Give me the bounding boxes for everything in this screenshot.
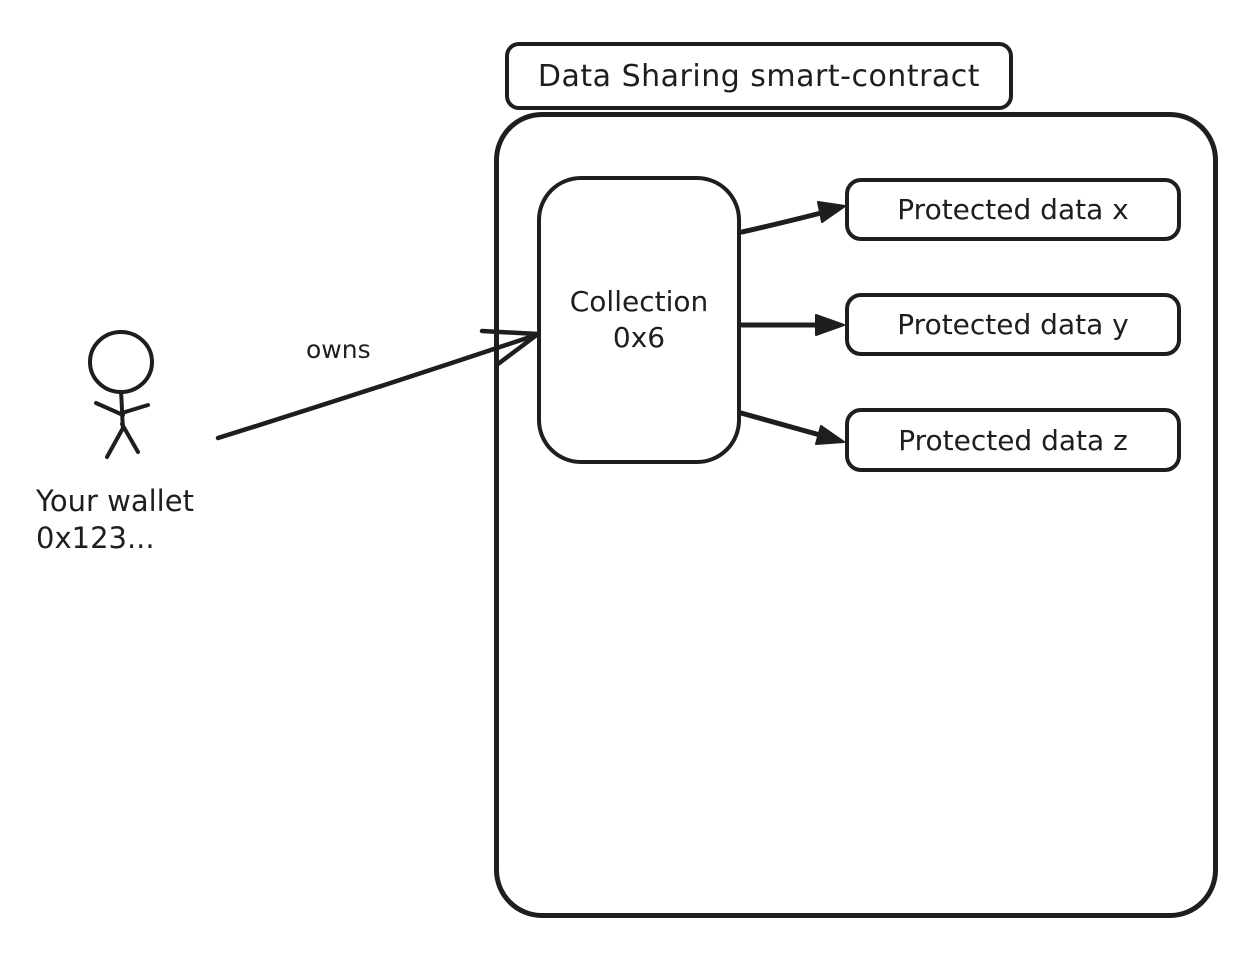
smart-contract-title-box: Data Sharing smart-contract xyxy=(505,42,1013,110)
stick-figure-body xyxy=(119,390,125,430)
owns-edge-label: owns xyxy=(306,335,371,364)
protected-data-z-box: Protected data z xyxy=(845,408,1181,472)
protected-data-label: Protected data y xyxy=(897,308,1129,341)
owns-arrow-shaft xyxy=(215,332,539,441)
wallet-label: Your wallet 0x123... xyxy=(36,483,194,557)
stick-figure-legs xyxy=(105,422,140,459)
stick-figure-head xyxy=(88,330,154,394)
collection-label-line1: Collection xyxy=(569,285,709,318)
protected-data-label: Protected data x xyxy=(897,193,1129,226)
protected-data-x-box: Protected data x xyxy=(845,178,1181,241)
smart-contract-title: Data Sharing smart-contract xyxy=(537,58,981,94)
protected-data-label: Protected data z xyxy=(898,423,1128,457)
protected-data-y-box: Protected data y xyxy=(845,293,1181,356)
wallet-label-line2: 0x123... xyxy=(36,521,155,555)
collection-label-line2: 0x6 xyxy=(612,321,666,354)
wallet-label-line1: Your wallet xyxy=(36,484,194,518)
stick-figure xyxy=(88,330,154,459)
stick-figure-arms xyxy=(94,401,150,417)
owns-arrow xyxy=(215,328,541,441)
collection-box: Collection 0x6 xyxy=(537,176,741,464)
